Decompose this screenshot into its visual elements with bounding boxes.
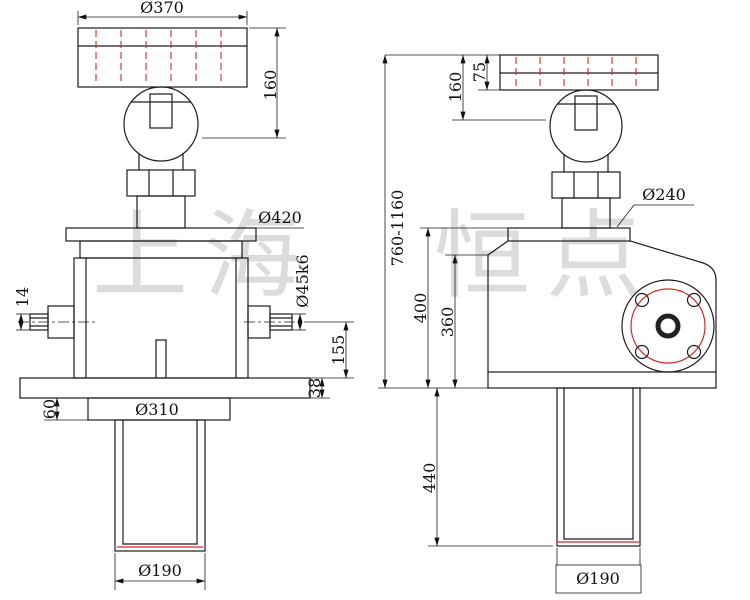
dim-label-160-front: 160 <box>261 70 280 101</box>
dim-label-38: 38 <box>305 378 324 398</box>
dim-side-dia240: Ø240 <box>616 185 694 228</box>
dim-front-dia420: Ø420 <box>256 208 304 229</box>
protection-tube-front <box>114 419 206 552</box>
dim-label-360: 360 <box>438 307 457 338</box>
worm-shaft-boss <box>621 279 715 373</box>
housing-side <box>487 227 717 389</box>
dim-front-38: 38 <box>305 378 330 399</box>
dim-label-dia310: Ø310 <box>135 400 179 419</box>
input-shaft-left <box>18 305 96 339</box>
dim-front-155: 155 <box>308 321 354 379</box>
lift-screw-front <box>136 195 186 229</box>
dim-label-dia420: Ø420 <box>258 208 302 227</box>
lock-nut-side <box>551 171 621 199</box>
dim-label-dia190-side: Ø190 <box>576 569 620 588</box>
base-plate-front <box>19 377 311 399</box>
dim-label-155: 155 <box>329 335 348 366</box>
dim-label-14: 14 <box>13 287 32 307</box>
dim-label-stroke-range: 760-1160 <box>388 190 407 267</box>
lock-nut-front <box>126 169 196 197</box>
input-shaft-right <box>244 305 308 339</box>
mount-collar-front: Ø310 <box>87 397 231 421</box>
dim-side-400: 400 <box>411 227 508 389</box>
protection-tube-side <box>556 387 641 547</box>
front-top-flange <box>77 27 248 88</box>
dim-side-dia190: Ø190 <box>555 548 642 594</box>
dim-side-440: 440 <box>420 387 553 547</box>
dim-label-dia190-front: Ø190 <box>138 561 182 580</box>
front-view: Ø370 160 <box>13 0 354 590</box>
dim-front-14: 14 <box>13 287 32 331</box>
dim-side-stroke-range: 760-1160 <box>378 54 488 389</box>
dim-front-160: 160 <box>202 27 286 139</box>
dim-label-400: 400 <box>411 293 430 324</box>
side-view: 75 160 760-1160 <box>378 54 717 594</box>
dim-side-360: 360 <box>438 254 488 389</box>
dim-side-160: 160 <box>446 54 546 121</box>
lift-screw-side <box>561 197 611 229</box>
dim-label-440: 440 <box>420 463 439 494</box>
dim-side-75: 75 <box>470 54 500 91</box>
swivel-ball-side <box>549 89 623 173</box>
dim-label-dia45k6: Ø45k6 <box>293 254 312 307</box>
dim-front-dia370: Ø370 <box>77 0 248 25</box>
dim-front-dia190: Ø190 <box>114 553 206 590</box>
side-top-flange <box>499 54 659 91</box>
dim-label-160-side: 160 <box>446 72 465 103</box>
swivel-ball-front <box>123 86 199 171</box>
dim-label-75: 75 <box>470 62 489 82</box>
housing-front <box>65 227 257 379</box>
dim-label-dia240: Ø240 <box>642 185 686 204</box>
dim-label-dia370: Ø370 <box>140 0 184 17</box>
dim-front-60: 60 <box>40 397 88 421</box>
dim-front-dia45k6: Ø45k6 <box>292 254 312 331</box>
dim-label-60: 60 <box>40 399 59 419</box>
